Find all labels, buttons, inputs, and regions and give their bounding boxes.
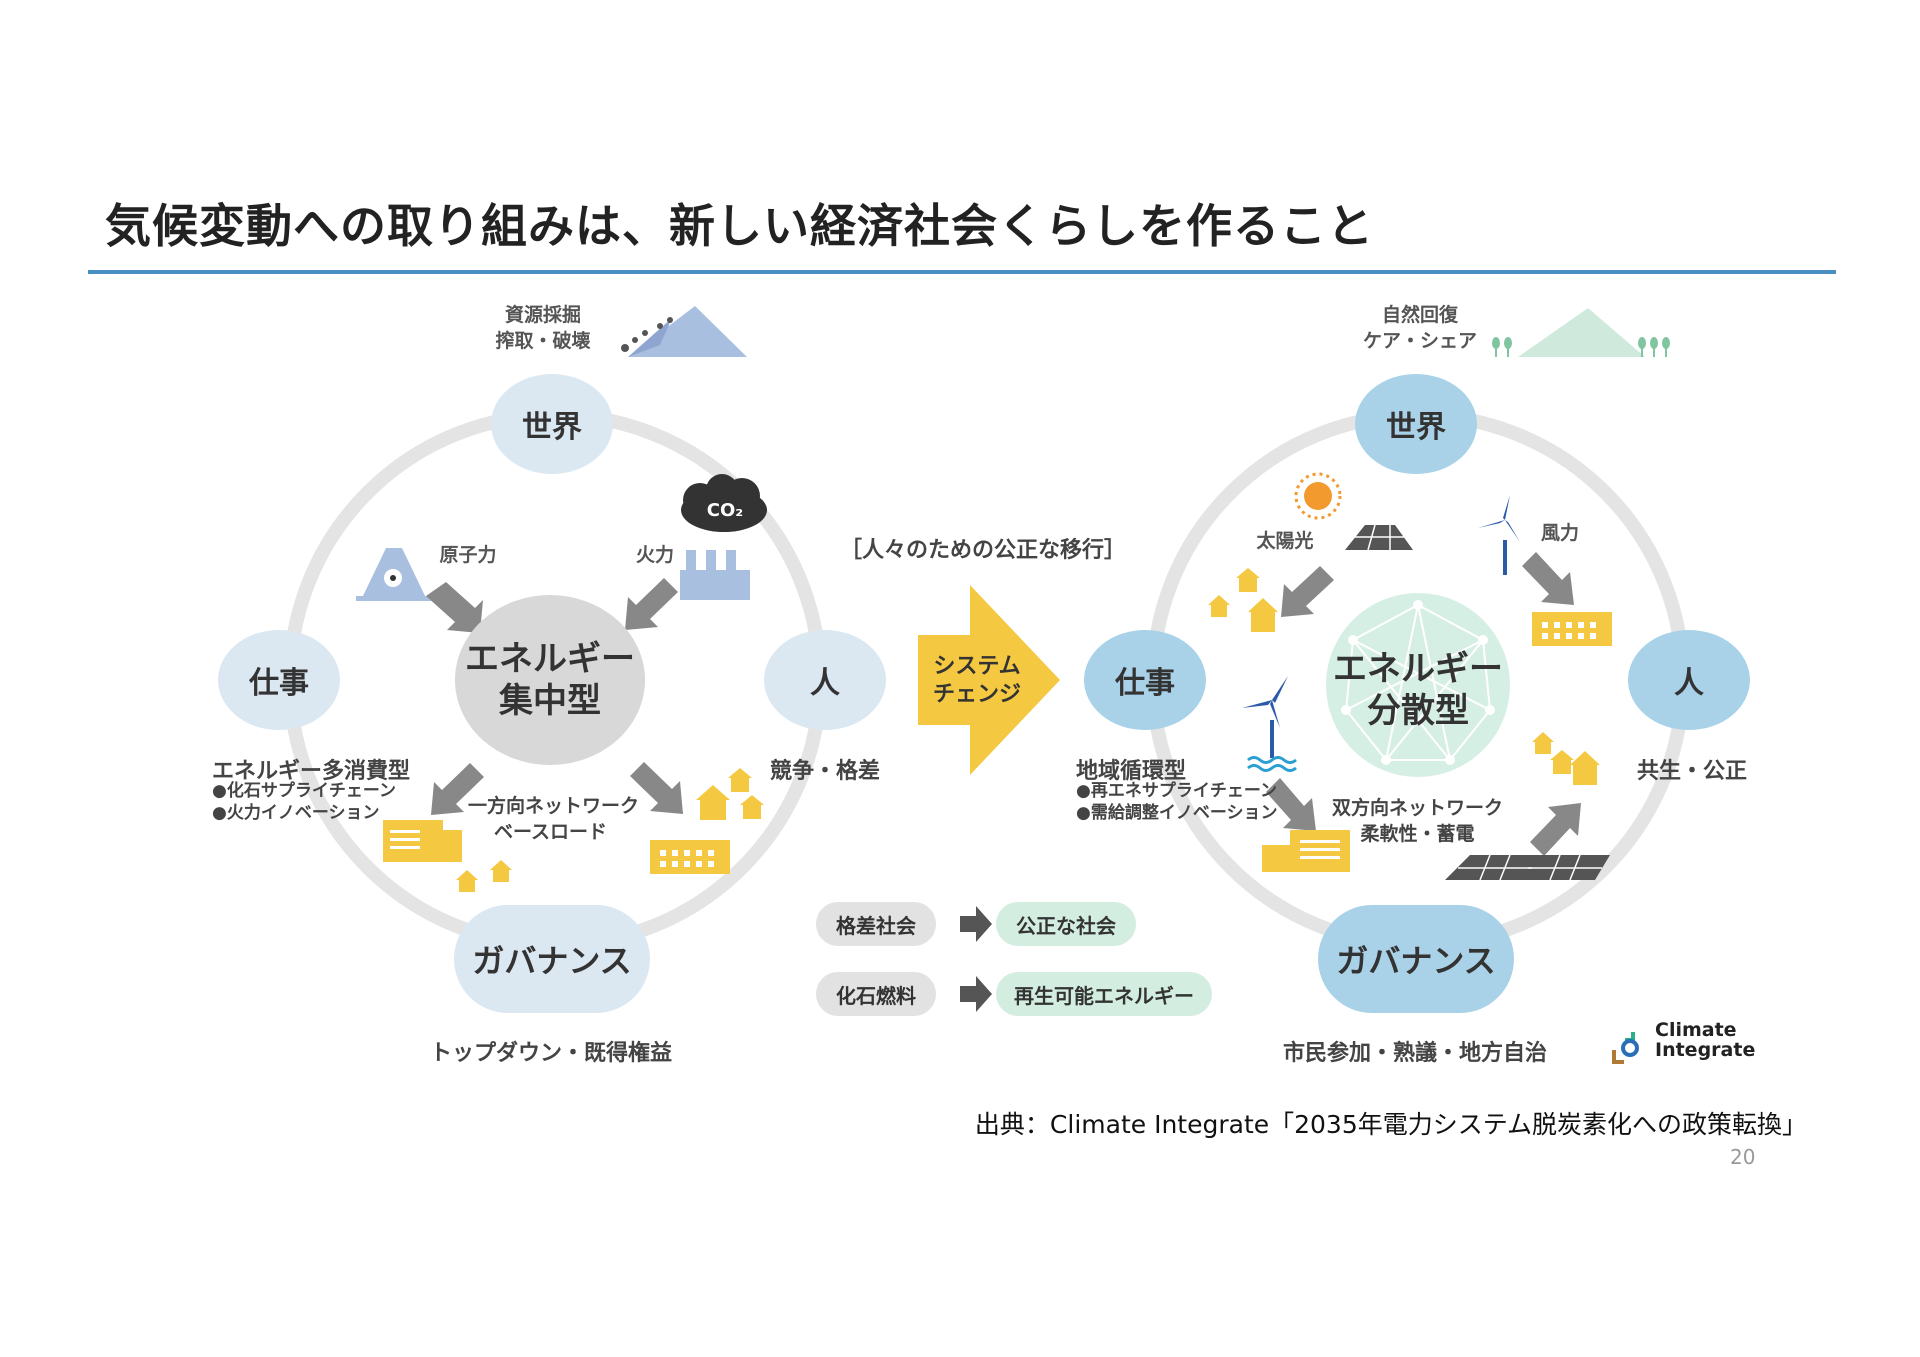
system-change-label: システム チェンジ [922, 653, 1032, 709]
left-world-node: 世界 [491, 374, 613, 474]
left-energy-center: エネルギー 集中型 [455, 595, 645, 765]
mining-mountain-icon [621, 306, 747, 357]
right-energy-center: エネルギー 分散型 [1328, 640, 1508, 740]
wind-turbine-icon [1478, 495, 1520, 575]
system-change-line-2: チェンジ [932, 682, 1021, 707]
thermal-label: 火力 [635, 544, 674, 566]
left-top-label-1: 資源採掘 [504, 304, 581, 326]
right-people-label: 共生・公正 [1636, 759, 1747, 784]
green-mountain-icon [1492, 308, 1670, 357]
left-people-node: 人 [764, 630, 886, 730]
nuclear-plant-icon [356, 548, 432, 601]
co2-label: CO₂ [706, 500, 744, 521]
wind-label: 風力 [1540, 522, 1579, 544]
right-top-label-2: ケア・シェア [1362, 330, 1477, 352]
right-world-node: 世界 [1355, 374, 1477, 474]
right-arrows [1266, 552, 1581, 856]
tag-arrows [960, 906, 992, 1012]
from-tag-1: 格差社会 [816, 902, 936, 946]
system-change-arrow [918, 585, 1060, 775]
left-governance-node: ガバナンス [454, 905, 650, 1013]
transition-label: ［人々のための公正な移行］ [839, 538, 1126, 563]
left-people-label: 競争・格差 [769, 759, 880, 784]
right-top-label-1: 自然回復 [1381, 304, 1458, 326]
left-work-node: 仕事 [218, 630, 340, 730]
to-tag-2: 再生可能エネルギー [996, 972, 1212, 1016]
climate-integrate-logo: Climate Integrate [1655, 1020, 1755, 1060]
left-network-label-2: ベースロード [493, 821, 608, 843]
right-work-node: 仕事 [1084, 630, 1206, 730]
solar-panel-icon [1345, 524, 1413, 551]
left-work-item-2: ●火力イノベーション [212, 803, 380, 823]
right-work-item-1: ●再エネサプライチェーン [1076, 781, 1277, 801]
logo-line-2: Integrate [1655, 1039, 1756, 1061]
source-citation: 出典：Climate Integrate「2035年電力システム脱炭素化への政策… [974, 1110, 1807, 1139]
logo-line-1: Climate [1655, 1019, 1737, 1041]
system-change-line-1: システム [933, 654, 1021, 679]
left-network-label-1: 一方向ネットワーク [468, 795, 640, 817]
left-arrows [426, 578, 683, 815]
right-governance-node: ガバナンス [1318, 905, 1514, 1013]
left-center-label-1: エネルギー [465, 639, 635, 679]
offshore-wind-turbine-icon [1242, 676, 1297, 772]
from-tag-2: 化石燃料 [816, 972, 936, 1016]
right-people-node: 人 [1628, 630, 1750, 730]
solar-array-icon [1445, 854, 1610, 881]
right-work-title: 地域循環型 [1076, 759, 1187, 784]
right-network-label-2: 柔軟性・蓄電 [1360, 823, 1475, 845]
sun-icon [1294, 472, 1342, 520]
nuclear-label: 原子力 [439, 544, 497, 566]
left-work-item-1: ●化石サプライチェーン [212, 781, 396, 801]
climate-integrate-logo-icon [1612, 1032, 1639, 1064]
title-underline [88, 270, 1836, 274]
solar-label: 太陽光 [1256, 530, 1314, 552]
page-title: 気候変動への取り組みは、新しい経済社会くらしを作ること [105, 199, 1374, 253]
page-number: 20 [1730, 1145, 1756, 1169]
right-center-label-1: エネルギー [1333, 649, 1503, 689]
network-graph-icon [1326, 593, 1510, 777]
right-office-icon [1262, 830, 1350, 872]
left-houses-icon [456, 768, 764, 892]
right-factory-icon [1532, 612, 1612, 646]
left-top-label-2: 搾取・破壊 [495, 330, 591, 352]
left-center-label-2: 集中型 [499, 681, 601, 721]
right-network-label-1: 双方向ネットワーク [1331, 797, 1503, 819]
right-houses-icon [1208, 568, 1600, 785]
right-center-label-2: 分散型 [1367, 691, 1469, 731]
right-work-item-2: ●需給調整イノベーション [1076, 803, 1278, 823]
left-governance-label: トップダウン・既得権益 [430, 1041, 673, 1066]
left-work-title: エネルギー多消費型 [212, 759, 411, 784]
right-governance-label: 市民参加・熟議・地方自治 [1282, 1041, 1547, 1066]
left-office-icon [383, 820, 462, 862]
left-factory-icon [650, 840, 730, 874]
to-tag-1: 公正な社会 [996, 902, 1136, 946]
thermal-plant-icon [680, 474, 767, 600]
